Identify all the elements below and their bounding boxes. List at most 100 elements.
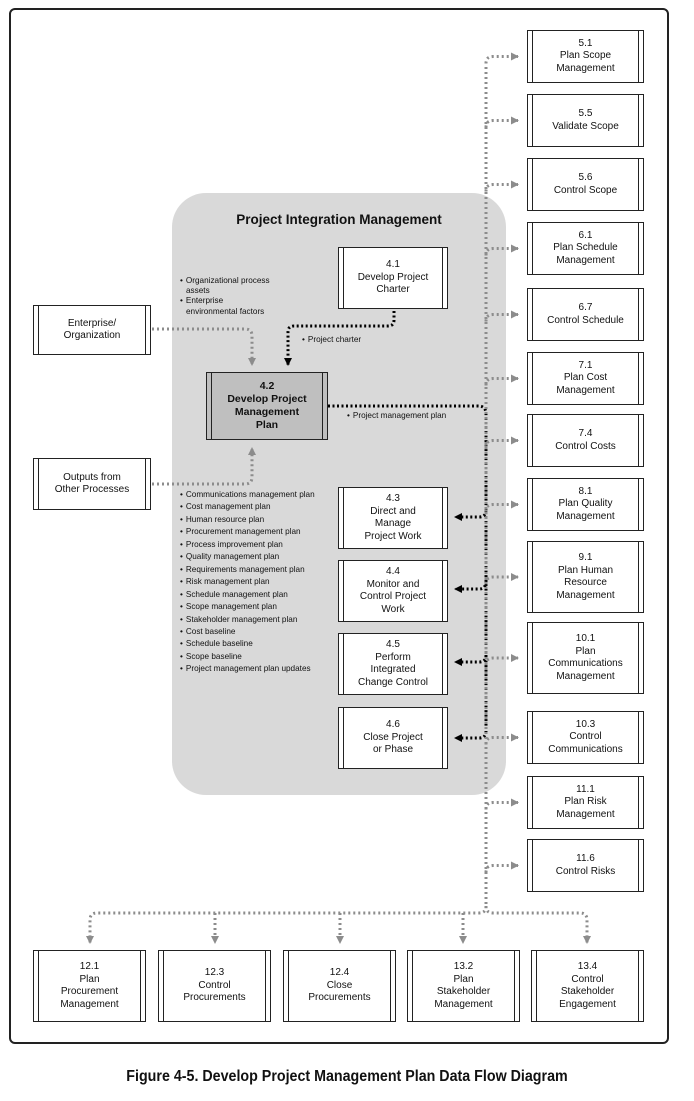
process-label-line: Management (556, 254, 615, 266)
process-label-line: Work (381, 603, 405, 615)
process-label-line: Stakeholder (560, 986, 615, 997)
process-id: 4.4 (386, 566, 400, 577)
process-label-line: Close Project (363, 731, 423, 743)
process-label-line: Change Control (357, 676, 429, 688)
flow-pmp-to-4-5 (454, 654, 488, 666)
process-id: 8.1 (578, 485, 593, 497)
output-item: Procurement management plan (180, 526, 315, 538)
note-item: environmental factors (186, 306, 265, 316)
process-label-line: Plan (575, 645, 596, 657)
process-label-line: Plan (453, 973, 474, 985)
process-label-line: Plan Human (557, 564, 614, 576)
figure-caption: Figure 4-5. Develop Project Management P… (126, 1068, 568, 1085)
process-id: 6.7 (578, 302, 593, 313)
process-label-line: Management (556, 670, 615, 682)
process-label-line: Manage (374, 518, 412, 529)
process-label-line: Engagement (559, 998, 616, 1010)
output-item: Scope baseline (180, 651, 315, 663)
process-label-line: Control Project (359, 591, 427, 602)
process-label-line: Procurements (183, 992, 246, 1004)
output-item: Schedule management plan (180, 589, 315, 601)
flow-to-7-4 (484, 436, 519, 448)
flow-to-10-3 (484, 733, 519, 745)
process-label-line: Plan Risk (564, 796, 607, 808)
flow-to-10-1 (484, 654, 519, 666)
process-label-line: Develop Project (227, 392, 307, 405)
process-label-line: Communications (548, 743, 623, 755)
process-label-line: Management (60, 998, 119, 1010)
process-label-line: Control (198, 979, 231, 991)
box-label-line: Other Processes (54, 484, 130, 495)
process-label-line: Plan (255, 419, 279, 432)
flow-to-11-6 (484, 861, 519, 873)
process-label-line: Validate Scope (552, 120, 619, 132)
note-item: Organizational process (180, 276, 270, 286)
process-label-line: Project Work (364, 530, 422, 542)
process-label-line: Control Risks (555, 865, 616, 877)
process-id: 12.1 (79, 961, 100, 972)
charter-note: Project charter (302, 335, 361, 345)
process-label-line: Management (556, 808, 615, 820)
output-item: Project management plan updates (180, 663, 315, 675)
process-label-line: Plan Cost (563, 372, 608, 384)
process-label-line: Perform (375, 651, 411, 663)
other-outputs-list: Communications management planCost manag… (180, 489, 315, 676)
process-box-4-5: 4.5 Perform Integrated Change Control (337, 632, 449, 696)
process-id: 6.1 (578, 229, 593, 241)
output-item: Cost baseline (180, 626, 315, 638)
note-item: Enterprise (180, 296, 270, 306)
process-label-line: Control Costs (555, 440, 616, 452)
bottom-branches (86, 905, 591, 944)
flow-to-5-1 (484, 52, 519, 64)
flow-pmp-to-4-3 (454, 509, 488, 521)
eef-opa-note: Organizational process assets Enterprise… (180, 276, 270, 317)
note-item: assets (186, 286, 210, 296)
flow-to-9-1 (484, 573, 519, 585)
process-id: 12.4 (329, 967, 350, 979)
right-branches (484, 52, 519, 873)
output-item: Risk management plan (180, 576, 315, 588)
process-id: 4.1 (386, 259, 400, 271)
output-item: Quality management plan (180, 551, 315, 563)
process-label-line: Management (434, 998, 493, 1010)
flow-to-7-1 (484, 374, 519, 386)
box-label-line: Outputs from (63, 471, 121, 483)
flow-to-11-1 (484, 798, 519, 810)
flow-other-to-4-2 (152, 447, 256, 486)
output-item: Human resource plan (180, 514, 315, 526)
output-item: Stakeholder management plan (180, 614, 315, 626)
process-label-line: Control (571, 973, 604, 985)
process-label-line: Management (556, 384, 615, 396)
flow-pmp-to-4-6 (454, 730, 488, 742)
process-label-line: Management (556, 62, 615, 74)
process-label-line: Plan Scope (559, 50, 612, 62)
output-item: Schedule baseline (180, 638, 315, 650)
output-item: Scope management plan (180, 601, 315, 613)
process-box-4-2: 4.2 Develop Project Management Plan (205, 371, 329, 441)
flow-to-8-1 (484, 500, 519, 512)
flow-to-5-5 (484, 116, 519, 128)
process-id: 5.6 (578, 172, 593, 183)
process-label-line: Develop Project (357, 271, 429, 283)
output-item: Process improvement plan (180, 539, 315, 551)
process-label-line: Stakeholder (436, 986, 491, 997)
output-item: Requirements management plan (180, 564, 315, 576)
process-label-line: Procurements (308, 992, 371, 1004)
process-label-line: Direct and (370, 505, 416, 517)
flow-pmp-to-4-4 (454, 580, 488, 593)
process-label-line: Control Scope (553, 184, 618, 196)
process-box-4-4: 4.4 Monitor and Control Project Work (337, 559, 449, 623)
